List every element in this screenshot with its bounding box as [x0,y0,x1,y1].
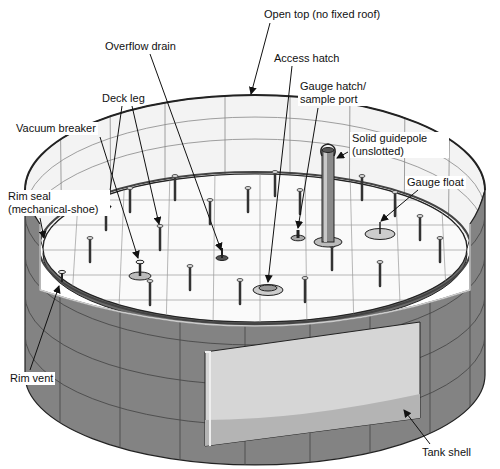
part-label: Solid guidepole (unslotted) [350,132,449,158]
part-label: Gauge hatch/ sample port [298,80,382,106]
part-label: Vacuum breaker [14,122,98,135]
part-label: Rim seal (mechanical-shoe) [6,190,110,216]
part-label: Overflow drain [103,40,178,53]
part-label: Rim vent [8,372,55,385]
part-label: Gauge float [405,176,466,189]
part-label: Tank shell [420,446,473,459]
part-label: Open top (no fixed roof) [262,8,382,21]
part-label: Access hatch [272,52,341,65]
part-label: Deck leg [100,92,147,105]
